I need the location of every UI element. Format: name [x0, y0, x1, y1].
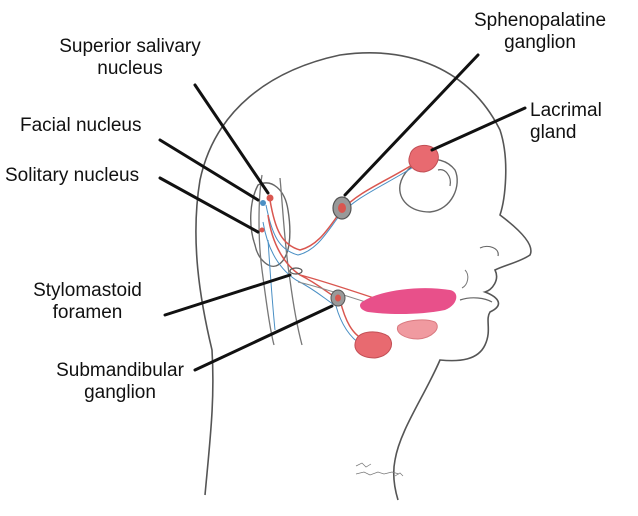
sphenopalatine-line2: ganglion: [465, 32, 615, 54]
leader-sphenopalatine: [345, 55, 478, 195]
superior-salivary-nucleus-dot: [267, 195, 274, 202]
submandibular-gland-shape: [355, 332, 392, 358]
submandibular-line1: Submandibular: [40, 360, 200, 382]
leader-stylomastoid: [165, 275, 290, 315]
submandibular-ganglion-label: Submandibular ganglion: [40, 360, 200, 404]
stylomastoid-foramen-marker: [290, 268, 302, 274]
superior-salivary-line1: Superior salivary: [30, 36, 230, 58]
brainstem: [259, 175, 302, 345]
tongue-shape: [360, 288, 456, 314]
superior-salivary-line2: nucleus: [30, 58, 230, 80]
solitary-nucleus-label: Solitary nucleus: [5, 165, 139, 187]
sphenopalatine-ganglion-label: Sphenopalatine ganglion: [465, 10, 615, 54]
jaw-line: [462, 270, 468, 288]
sphenopalatine-line1: Sphenopalatine: [465, 10, 615, 32]
leader-facial: [160, 140, 258, 200]
lacrimal-gland-label: Lacrimal gland: [530, 100, 602, 144]
facial-nucleus-dot: [260, 200, 266, 206]
stylomastoid-foramen-label: Stylomastoid foramen: [10, 280, 165, 324]
facial-nucleus-label: Facial nucleus: [20, 115, 141, 137]
superior-salivary-nucleus-label: Superior salivary nucleus: [30, 36, 230, 80]
sublingual-gland-shape: [397, 320, 437, 339]
leader-superior-salivary: [195, 85, 268, 193]
head-outline: [196, 53, 531, 500]
solitary-nucleus-dot: [260, 228, 265, 233]
stylomastoid-line2: foramen: [10, 302, 165, 324]
leader-lacrimal: [432, 108, 525, 150]
lacrimal-line1: Lacrimal: [530, 100, 602, 122]
nostril: [480, 246, 498, 256]
solitary-nucleus-text: Solitary nucleus: [5, 165, 139, 187]
artist-signature: [356, 463, 403, 476]
eyelid: [438, 170, 450, 186]
mouth-line: [460, 298, 492, 302]
leader-submandibular: [195, 306, 332, 370]
leader-solitary: [160, 178, 258, 232]
submandibular-line2: ganglion: [40, 382, 200, 404]
stylomastoid-line1: Stylomastoid: [10, 280, 165, 302]
lacrimal-line2: gland: [530, 122, 602, 144]
facial-nucleus-text: Facial nucleus: [20, 115, 141, 137]
